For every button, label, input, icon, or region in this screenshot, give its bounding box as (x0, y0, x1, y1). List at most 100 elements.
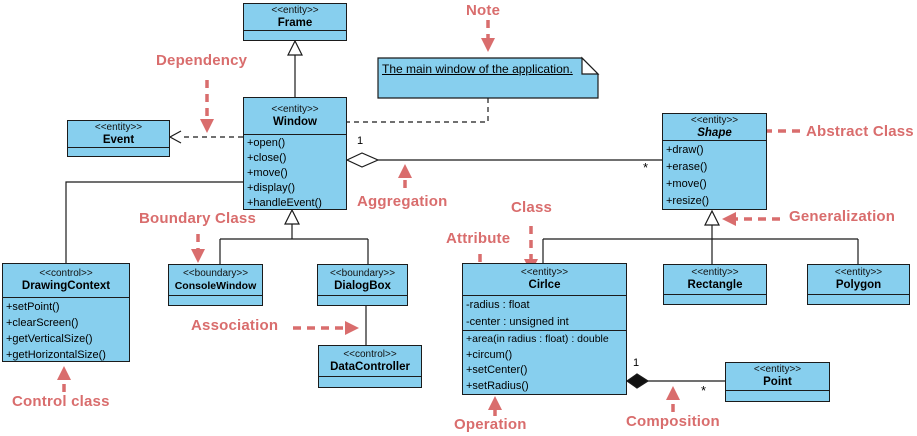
class-datacontroller-stereotype: <<control>> (343, 348, 397, 360)
aggregation-multiplicity-many: * (643, 160, 649, 175)
class-shape-operation: +draw() (666, 144, 704, 156)
class-polygon-name: Polygon (835, 279, 882, 291)
annotation-operation: Operation (454, 416, 527, 433)
class-frame-stereotype: <<entity>> (271, 4, 319, 16)
class-datacontroller[interactable]: <<control>> DataController (318, 345, 422, 388)
class-window-operation: +open() (247, 137, 286, 149)
class-window-operation: +move() (247, 167, 288, 179)
class-shape-name: Shape (697, 126, 732, 139)
generalization-triangle-window (284, 208, 300, 225)
annotation-attribute: Attribute (446, 230, 511, 247)
class-window-operation: +display() (247, 182, 295, 194)
class-datacontroller-name: DataController (330, 360, 410, 373)
association-annotation-arrowhead (345, 321, 359, 335)
class-drawingcontext-operation: +getVerticalSize() (6, 333, 93, 345)
class-drawingcontext-operation: +clearScreen() (6, 317, 79, 329)
operation-annotation-arrowhead (488, 396, 502, 410)
dependency-open-arrowhead (168, 130, 182, 144)
annotation-generalization: Generalization (789, 208, 896, 225)
annotation-abstract-class: Abstract Class (806, 123, 914, 140)
association-window-drawingcontext-line (65, 181, 243, 263)
annotation-boundary-class: Boundary Class (139, 210, 256, 227)
annotation-control-class: Control class (12, 393, 110, 410)
class-rectangle-name: Rectangle (687, 279, 743, 291)
composition-multiplicity-many: * (701, 383, 707, 398)
class-dialogbox-name: DialogBox (334, 279, 391, 292)
class-circle-operation: +area(in radius : float) : double (466, 333, 609, 345)
class-shape-operation: +erase() (666, 161, 708, 173)
note-annotation-arrowhead (481, 38, 495, 52)
class-shape[interactable]: <<entity>> Shape +draw() +erase() +move(… (662, 113, 767, 210)
class-circle-name: Cirlce (528, 279, 561, 291)
class-circle[interactable]: <<entity>> Cirlce -radius : float -cente… (462, 263, 627, 395)
composition-diamond (625, 373, 650, 389)
class-dialogbox-empty-compartment (318, 296, 407, 305)
class-shape-operation: +resize() (666, 195, 710, 207)
class-window-stereotype: <<entity>> (271, 103, 319, 115)
class-rectangle-stereotype: <<entity>> (691, 267, 739, 278)
class-frame[interactable]: <<entity>> Frame (243, 3, 347, 41)
class-drawingcontext-operation: +setPoint() (6, 301, 60, 313)
boundary-class-annotation-arrowhead (191, 249, 205, 263)
aggregation-diamond (345, 152, 380, 168)
class-dialogbox[interactable]: <<boundary>> DialogBox (317, 264, 408, 306)
class-point[interactable]: <<entity>> Point (725, 362, 830, 402)
class-drawingcontext-name: DrawingContext (21, 280, 111, 292)
annotation-class: Class (511, 199, 553, 216)
composition-annotation-arrowhead (666, 386, 680, 400)
aggregation-annotation-arrowhead (398, 164, 412, 178)
control-class-annotation-arrowhead (57, 366, 71, 380)
annotation-note: Note (466, 2, 501, 19)
generalization-annotation-arrowhead (722, 212, 736, 226)
class-event-empty-compartment (68, 148, 169, 156)
note-anchor-line (347, 98, 489, 123)
composition-multiplicity-one: 1 (633, 357, 640, 369)
class-event[interactable]: <<entity>> Event (67, 120, 170, 157)
class-consolewindow-empty-compartment (169, 296, 262, 305)
class-dialogbox-stereotype: <<boundary>> (329, 267, 396, 279)
class-event-name: Event (102, 133, 135, 146)
class-rectangle-empty-compartment (664, 295, 766, 304)
class-consolewindow[interactable]: <<boundary>> ConsoleWindow (168, 264, 263, 306)
note-shape[interactable] (377, 57, 599, 99)
class-circle-stereotype: <<entity>> (520, 267, 569, 278)
class-window-operation: +close() (247, 152, 287, 164)
note-text: The main window of the application. (382, 62, 573, 76)
class-circle-attribute: -center : unsigned int (466, 315, 569, 328)
class-polygon-stereotype: <<entity>> (834, 267, 883, 278)
class-consolewindow-name: ConsoleWindow (174, 279, 257, 292)
dependency-annotation-arrowhead (200, 119, 214, 133)
annotation-association: Association (191, 317, 279, 334)
annotation-composition: Composition (626, 413, 720, 430)
class-drawingcontext-stereotype: <<control>> (39, 268, 93, 279)
class-event-stereotype: <<entity>> (94, 121, 143, 133)
class-consolewindow-stereotype: <<boundary>> (182, 267, 249, 279)
generalization-triangle-frame (287, 39, 303, 56)
class-shape-operation: +move() (666, 178, 707, 190)
class-drawingcontext[interactable]: <<control>> DrawingContext +setPoint() +… (2, 263, 130, 362)
class-circle-operation: +setRadius() (466, 379, 529, 392)
generalization-triangle-shape (704, 209, 720, 226)
annotation-dependency: Dependency (156, 52, 248, 69)
class-frame-name: Frame (277, 16, 313, 29)
class-window[interactable]: <<entity>> Window +open() +close() +move… (243, 97, 347, 210)
class-point-name: Point (763, 376, 792, 388)
class-circle-attribute: -radius : float (466, 299, 530, 311)
class-circle-operation: +setCenter() (466, 364, 528, 376)
class-window-name: Window (273, 115, 317, 128)
class-rectangle[interactable]: <<entity>> Rectangle (663, 264, 767, 305)
class-circle-operation: +circum() (466, 348, 513, 361)
class-polygon-empty-compartment (808, 295, 909, 304)
class-point-stereotype: <<entity>> (753, 364, 802, 375)
aggregation-multiplicity-one: 1 (357, 135, 364, 147)
note-fold-corner (581, 56, 600, 75)
class-shape-stereotype: <<entity>> (690, 114, 739, 126)
class-datacontroller-empty-compartment (319, 377, 421, 387)
class-window-operation: +handleEvent() (247, 197, 322, 209)
class-frame-empty-compartment (244, 31, 346, 40)
annotation-aggregation: Aggregation (357, 193, 448, 210)
class-polygon[interactable]: <<entity>> Polygon (807, 264, 910, 305)
class-drawingcontext-operation: +getHorizontalSize() (6, 349, 106, 361)
